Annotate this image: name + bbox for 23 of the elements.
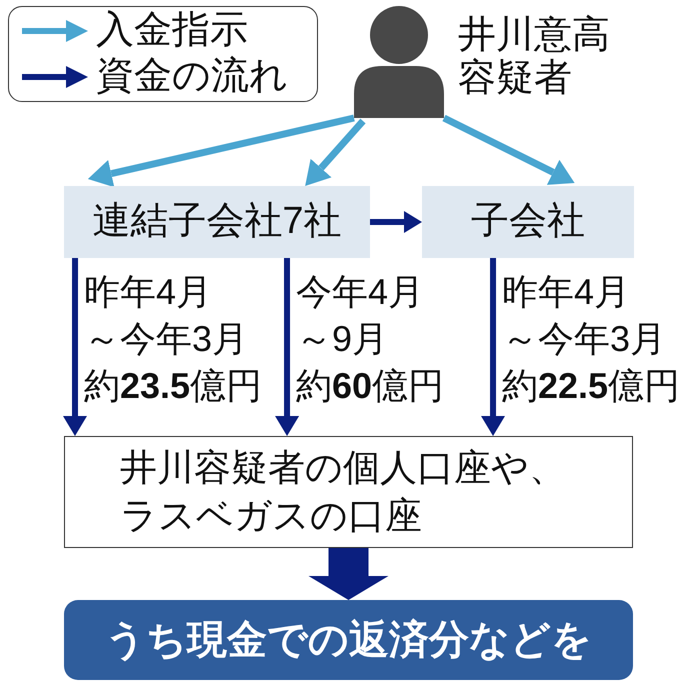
process-box bbox=[422, 186, 634, 258]
node-text: 井川容疑者の個人口座や、ラスベガスの口座 bbox=[120, 446, 567, 538]
arrow bbox=[442, 114, 575, 185]
arrow bbox=[88, 114, 355, 188]
person-silhouette bbox=[354, 4, 444, 118]
process-box bbox=[64, 436, 633, 548]
edge-label: 昨年4月～今年3月約23.5億円 bbox=[84, 270, 264, 408]
process-box bbox=[64, 186, 370, 258]
highlight-banner bbox=[64, 600, 633, 680]
arrow bbox=[370, 211, 422, 233]
legend-label: 資金の流れ bbox=[96, 56, 288, 98]
arrow bbox=[305, 118, 366, 186]
name-label: 井川意高容疑者 bbox=[458, 14, 611, 100]
edge-label: 昨年4月～今年3月約22.5億円 bbox=[502, 270, 682, 408]
edge-label: 今年4月～9月約60億円 bbox=[296, 270, 446, 408]
node-text: 連結子会社7社 bbox=[92, 199, 342, 244]
block-arrow bbox=[308, 548, 388, 600]
arrow bbox=[275, 258, 300, 436]
legend-label: 入金指示 bbox=[96, 10, 248, 52]
arrow bbox=[63, 258, 87, 436]
arrow bbox=[481, 258, 506, 436]
node-text: 子会社 bbox=[471, 199, 585, 244]
node-text: うち現金での返済分などを bbox=[105, 617, 592, 664]
